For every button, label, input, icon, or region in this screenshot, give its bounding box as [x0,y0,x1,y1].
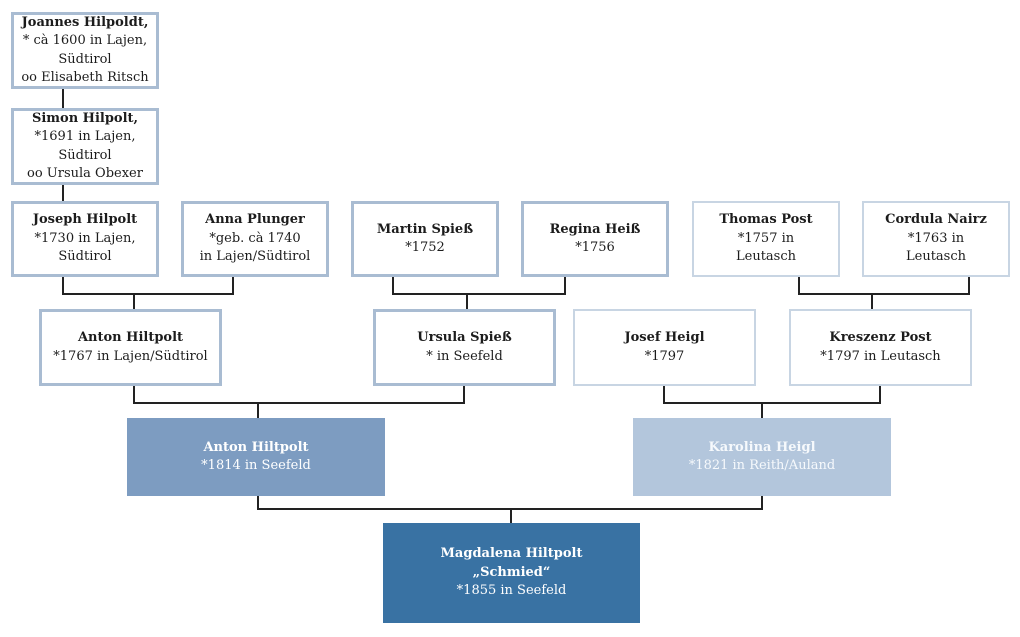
person-name: Cordula Nairz [885,212,987,228]
person-detail: in Lajen/Südtirol [199,249,311,265]
person-box-magdalena-hiltpolt: Magdalena Hiltpolt „Schmied“ *1855 in Se… [383,523,640,623]
person-name: Martin Spieß [376,221,474,237]
person-box-anton-hiltpolt-1814: Anton Hiltpolt *1814 in Seefeld [127,418,385,496]
person-nickname: „Schmied“ [472,564,551,580]
person-detail: *geb. cà 1740 [209,230,301,246]
person-detail: *1821 in Reith/Auland [688,458,836,473]
person-box-simon-hilpolt: Simon Hilpolt, *1691 in Lajen, Südtirol … [11,108,159,185]
person-name: Kreszenz Post [829,330,932,345]
person-name: Anton Hiltpolt [77,330,184,345]
person-name: Simon Hilpolt, [31,110,139,126]
person-detail: * cà 1600 in Lajen, [22,33,148,48]
person-detail: Leutasch [906,249,966,265]
person-box-josef-heigl: Josef Heigl *1797 [573,309,756,386]
person-box-anna-plunger: Anna Plunger *geb. cà 1740 in Lajen/Südt… [181,201,329,277]
person-detail: * in Seefeld [426,348,503,364]
person-detail: Leutasch [736,249,796,265]
person-detail: *1767 in Lajen/Südtirol [53,348,208,364]
person-detail: oo Ursula Obexer [27,166,143,181]
person-name: Anna Plunger [205,212,305,228]
person-name: Anton Hiltpolt [203,439,309,455]
person-name: Josef Heigl [624,330,705,345]
person-detail: *1814 in Seefeld [201,458,311,473]
person-box-regina-heiss: Regina Heiß *1756 [521,201,669,277]
person-detail: *1756 [575,240,615,255]
person-box-anton-hiltpolt-1767: Anton Hiltpolt *1767 in Lajen/Südtirol [39,309,222,386]
person-box-kreszenz-post: Kreszenz Post *1797 in Leutasch [789,309,972,386]
person-box-ursula-spiess: Ursula Spieß * in Seefeld [373,309,556,386]
person-detail: *1797 [644,348,685,364]
person-detail: *1855 in Seefeld [456,583,567,599]
person-name: Regina Heiß [549,221,641,237]
person-box-cordula-nairz: Cordula Nairz *1763 in Leutasch [862,201,1010,277]
person-name: Ursula Spieß [417,330,512,345]
person-box-joseph-hilpolt: Joseph Hilpolt *1730 in Lajen, Südtirol [11,201,159,277]
person-detail: Südtirol [58,51,112,67]
person-name: Joseph Hilpolt [32,212,138,228]
person-name: Magdalena Hiltpolt [440,546,583,562]
person-detail: *1757 in [737,230,795,246]
person-box-martin-spiess: Martin Spieß *1752 [351,201,499,277]
person-detail: Südtirol [58,147,112,163]
person-name: Thomas Post [719,212,813,228]
person-name: Karolina Heigl [708,439,816,455]
person-detail: *1797 in Leutasch [820,348,941,364]
person-detail: *1691 in Lajen, [34,129,136,144]
person-box-thomas-post: Thomas Post *1757 in Leutasch [692,201,840,277]
person-detail: Südtirol [58,249,112,265]
person-detail: *1730 in Lajen, [34,230,136,246]
person-name: Joannes Hilpoldt, [21,14,149,30]
person-detail: *1763 in [907,230,965,246]
person-box-karolina-heigl: Karolina Heigl *1821 in Reith/Auland [633,418,891,496]
person-detail: *1752 [405,240,445,255]
person-detail: oo Elisabeth Ritsch [21,70,149,85]
person-box-joannes-hilpoldt: Joannes Hilpoldt, * cà 1600 in Lajen, Sü… [11,12,159,89]
